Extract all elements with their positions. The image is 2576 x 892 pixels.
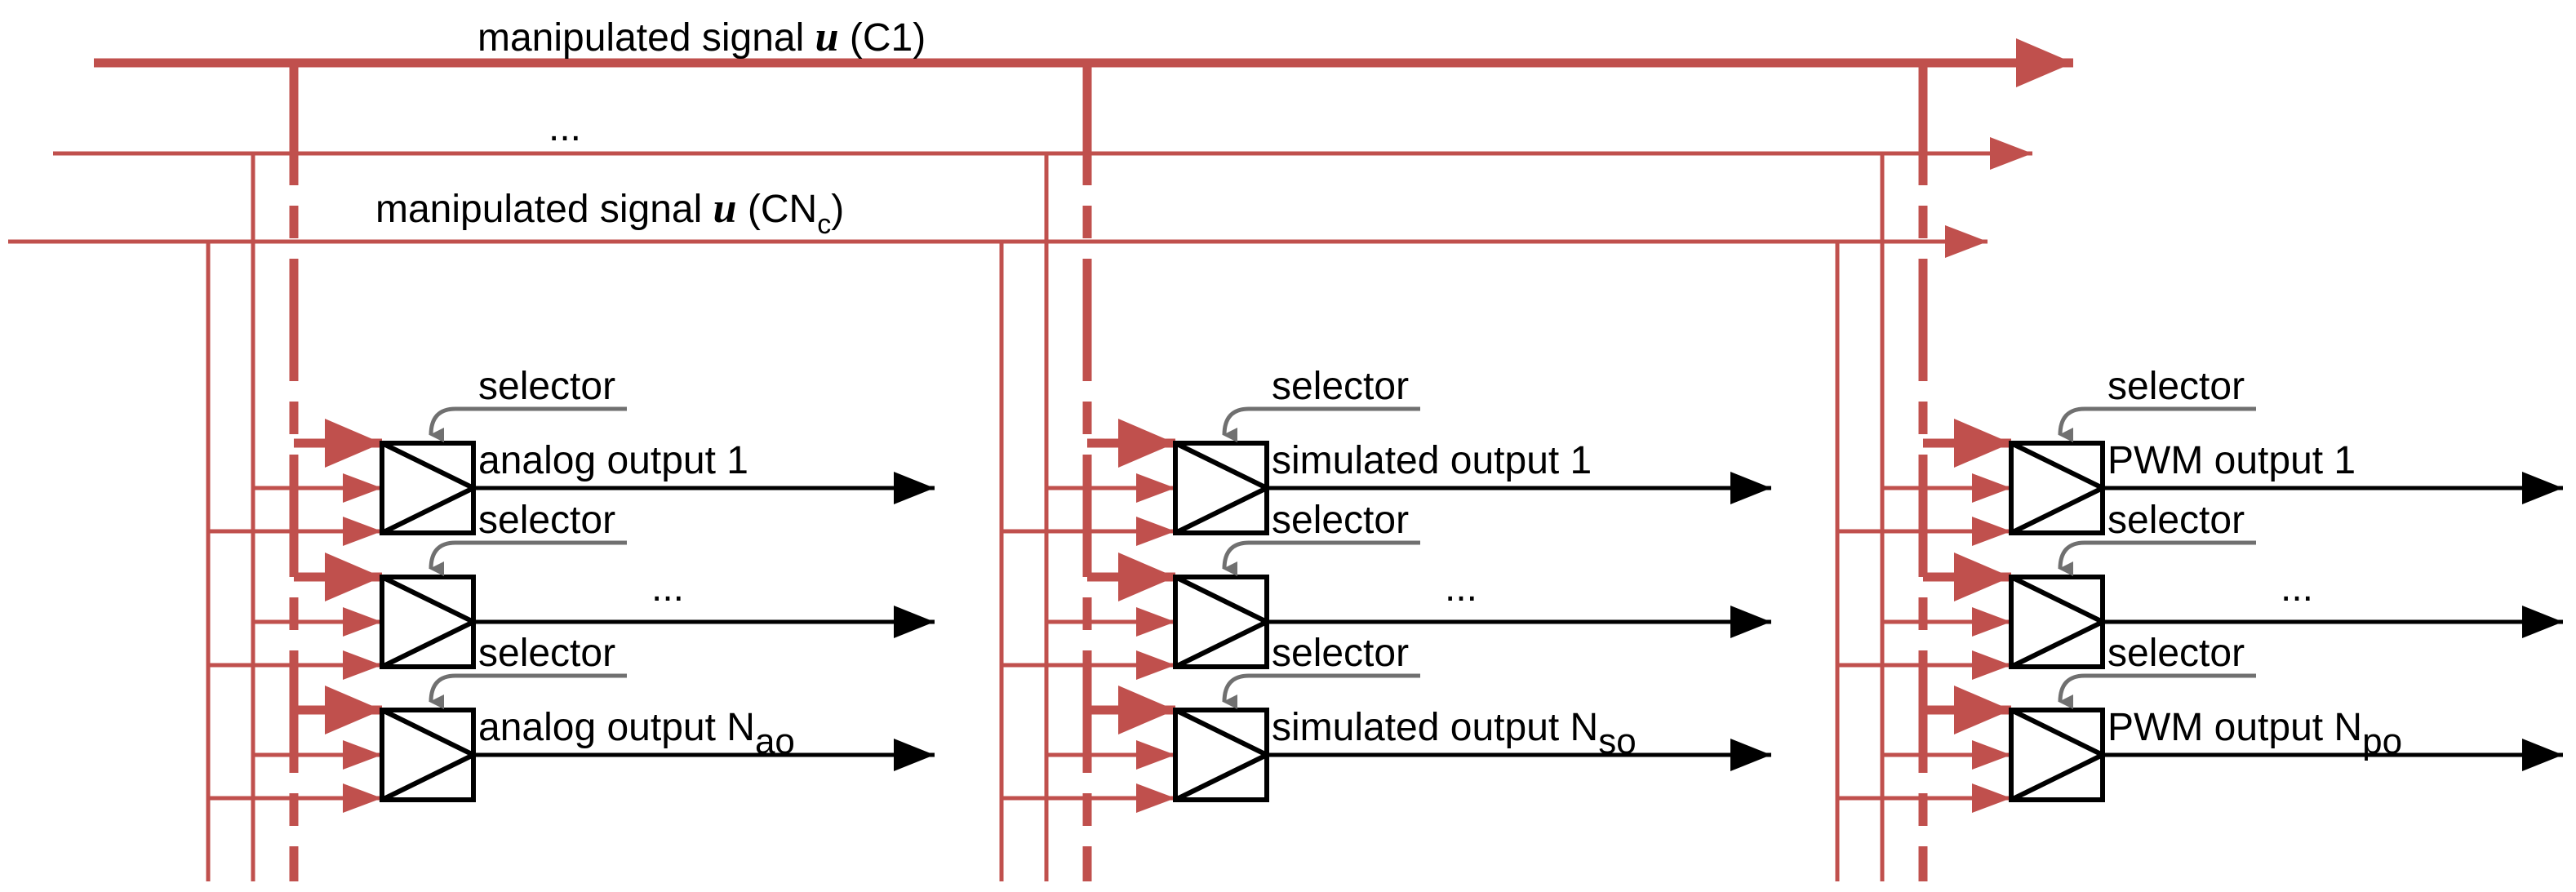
output-label: PWM output Npo xyxy=(2107,706,2402,761)
selector-control-arrow xyxy=(1222,673,1420,710)
output-label: ... xyxy=(651,566,684,610)
selector-block xyxy=(380,708,476,802)
output-label: simulated output 1 xyxy=(1272,439,1592,482)
selector-label: selector xyxy=(1272,365,1409,408)
output-group-1: selector analog output 1 selector... select… xyxy=(206,63,935,881)
selector-block xyxy=(1173,441,1269,535)
signal-label-ellipsis: ... xyxy=(549,106,581,149)
selector-block xyxy=(1173,708,1269,802)
selector-label: selector xyxy=(1272,632,1409,675)
signal-buses xyxy=(8,38,2073,258)
output-label: ... xyxy=(1445,566,1477,610)
output-group-2: selector simulated output 1 selector... sel… xyxy=(999,63,1771,881)
output-label: PWM output 1 xyxy=(2107,439,2356,482)
selector-label: selector xyxy=(2107,365,2245,408)
output-label: simulated output Nso xyxy=(1272,706,1637,761)
selector-control-arrow xyxy=(2058,673,2256,710)
selector-block xyxy=(2009,575,2105,669)
signal-label-cnc: manipulated signal u (CNc) xyxy=(375,185,844,240)
output-label: analog output 1 xyxy=(478,439,748,482)
selector-label: selector xyxy=(478,365,615,408)
selector-control-arrow xyxy=(1222,406,1420,443)
selector-label: selector xyxy=(2107,499,2245,542)
selector-block xyxy=(380,575,476,669)
selector-block xyxy=(380,441,476,535)
selector-control-arrow xyxy=(429,406,627,443)
signal-label-c1: manipulated signal u (C1) xyxy=(477,14,926,60)
selector-control-arrow xyxy=(429,673,627,710)
selector-block xyxy=(2009,441,2105,535)
selector-label: selector xyxy=(478,499,615,542)
selector-label: selector xyxy=(2107,632,2245,675)
selector-control-arrow xyxy=(2058,406,2256,443)
output-label: ... xyxy=(2281,566,2313,610)
selector-control-arrow xyxy=(2058,540,2256,577)
selector-label: selector xyxy=(1272,499,1409,542)
selector-control-arrow xyxy=(429,540,627,577)
selector-block xyxy=(2009,708,2105,802)
selector-control-arrow xyxy=(1222,540,1420,577)
selector-block xyxy=(1173,575,1269,669)
selector-label: selector xyxy=(478,632,615,675)
output-label: analog output Nao xyxy=(478,706,795,761)
